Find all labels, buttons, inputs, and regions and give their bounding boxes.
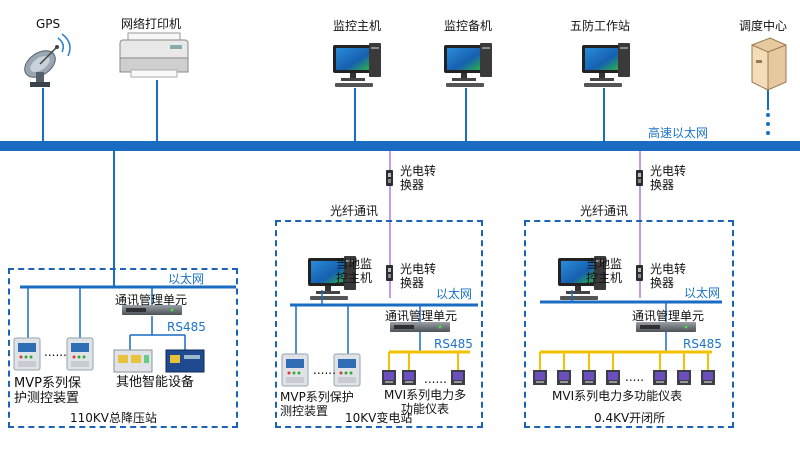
ellipsis-mvp-10kv: ...... (313, 363, 336, 377)
station-name-10kv: 10KV变电站 (345, 411, 413, 425)
main-host-label: 监控主机 (333, 19, 382, 33)
backup-host-label: 监控备机 (444, 19, 493, 33)
ellipsis-04kv: ..... (625, 370, 645, 384)
ellipsis-110kv: ...... (44, 345, 67, 359)
frame-10kv-station (275, 220, 483, 428)
printer-label: 网络打印机 (121, 17, 182, 31)
mvp-label-110kv: MVP系列保 护测控装置 (14, 376, 81, 406)
ethernet-label-10kv: 以太网 (436, 287, 473, 301)
optical-converter-icon-b (636, 170, 643, 186)
optical-converter-label-04kv: 光电转 换器 (650, 262, 687, 290)
other-smart-devices-label: 其他智能设备 (116, 375, 195, 390)
network-printer-icon (119, 32, 189, 78)
comm-unit-label-110kv: 通讯管理单元 (115, 293, 188, 307)
frame-04kv-station (524, 220, 734, 428)
backup-monitoring-host-icon (444, 43, 492, 87)
dispatch-center-label: 调度中心 (739, 19, 788, 33)
mvi-label-04kv: MVI系列电力多功能仪表 (552, 389, 683, 403)
ellipsis-mvi-10kv: ...... (424, 372, 447, 386)
mvi-label-10kv: MVI系列电力多 功能仪表 (384, 388, 467, 416)
rs485-label-10kv: RS485 (434, 337, 473, 351)
mvp-label-10kv: MVP系列保护 测控装置 (280, 390, 354, 418)
local-host-label-04kv: 当地监 控主机 (586, 257, 623, 285)
station-name-04kv: 0.4KV开闭所 (594, 411, 666, 425)
fiber-comm-label-a: 光纤通讯 (330, 204, 379, 218)
station-name-110kv: 110KV总降压站 (70, 411, 157, 425)
dispatch-center-server-icon (751, 37, 787, 91)
smart-device-icon-1 (113, 349, 153, 373)
ethernet-label-110kv: 以太网 (168, 272, 205, 286)
gps-label: GPS (36, 17, 61, 31)
optical-converter-label-b: 光电转 换器 (650, 164, 687, 192)
optical-converter-label-10kv: 光电转 换器 (400, 262, 437, 290)
optical-converter-label-a: 光电转 换器 (400, 164, 437, 192)
main-monitoring-host-icon (333, 43, 381, 87)
optical-converter-icon-a (386, 170, 393, 186)
rs485-label-04kv: RS485 (683, 337, 722, 351)
five-prevention-station-label: 五防工作站 (570, 19, 631, 33)
five-prevention-workstation-icon (582, 43, 630, 87)
local-host-label-10kv: 当地监 控主机 (336, 257, 373, 285)
rs485-label-110kv: RS485 (167, 320, 206, 334)
smart-device-icon-2 (165, 349, 205, 373)
ethernet-label-04kv: 以太网 (684, 286, 721, 300)
fiber-comm-label-b: 光纤通讯 (580, 204, 629, 218)
frame-110kv-station (8, 268, 238, 428)
gps-dish-icon (24, 33, 71, 87)
comm-unit-label-10kv: 通讯管理单元 (385, 309, 458, 323)
comm-unit-label-04kv: 通讯管理单元 (632, 309, 705, 323)
highspeed-ethernet-label: 高速以太网 (648, 126, 709, 140)
highspeed-ethernet-bus (0, 141, 800, 151)
